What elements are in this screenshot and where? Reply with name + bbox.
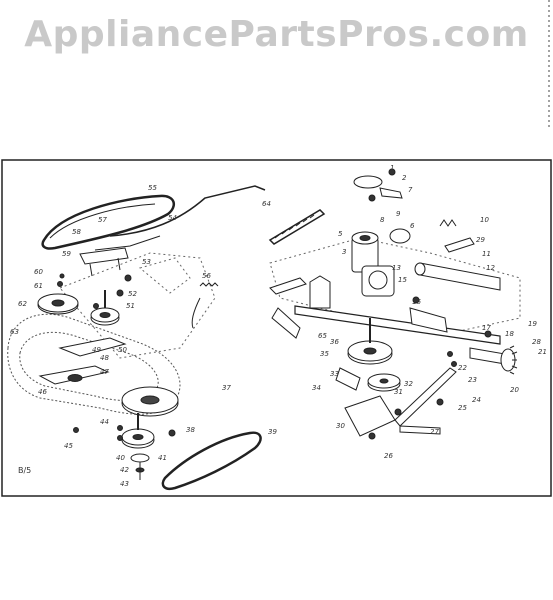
part-label: 60	[34, 268, 43, 276]
part-label: 18	[505, 330, 514, 338]
part-label: 48	[100, 354, 109, 362]
part-label: 46	[38, 388, 47, 396]
part-label: 58	[72, 228, 81, 236]
part-label: 61	[34, 282, 43, 290]
transmission-assembly	[268, 168, 521, 440]
part-label: 22	[458, 364, 467, 372]
part-label: 30	[336, 422, 345, 430]
part-label: 2	[402, 174, 407, 182]
part-label: 49	[92, 346, 101, 354]
part-label: 20	[510, 386, 519, 394]
part-label: 65	[318, 332, 327, 340]
mower-deck-assembly	[7, 185, 266, 490]
part-label: 44	[100, 418, 109, 426]
part-label: 9	[396, 210, 401, 218]
part-label: 39	[268, 428, 277, 436]
part-label: 24	[472, 396, 481, 404]
part-label: 34	[312, 384, 321, 392]
part-label: 62	[18, 300, 27, 308]
part-label: 26	[384, 452, 393, 460]
part-label: 45	[64, 442, 73, 450]
part-label: 6	[410, 222, 415, 230]
part-label: 53	[142, 258, 151, 266]
part-label: 7	[408, 186, 413, 194]
part-label: 42	[120, 466, 129, 474]
part-label: 17	[482, 324, 491, 332]
part-label: 15	[398, 276, 407, 284]
part-label: 37	[222, 384, 231, 392]
part-label: 51	[126, 302, 135, 310]
parts-diagram-drawing: 1 2 3 5 6 7 8 9 10 11 12 13 15 16 17 18 …	[1, 159, 552, 497]
part-label: 50	[118, 346, 127, 354]
parts-diagram: 1 2 3 5 6 7 8 9 10 11 12 13 15 16 17 18 …	[0, 158, 553, 498]
part-label: 1	[390, 164, 394, 172]
part-label: 16	[412, 298, 421, 306]
part-label: 35	[320, 350, 329, 358]
part-label: 13	[392, 264, 401, 272]
part-label: 52	[128, 290, 137, 298]
part-label: 57	[98, 216, 107, 224]
part-label: 28	[532, 338, 541, 346]
part-label: 43	[120, 480, 129, 488]
scan-edge-mark	[548, 0, 550, 130]
part-label: 63	[10, 328, 19, 336]
part-label: 25	[458, 404, 467, 412]
part-label: 55	[148, 184, 157, 192]
part-label: 8	[380, 216, 385, 224]
part-label: 54	[168, 214, 177, 222]
part-label: 36	[330, 338, 339, 346]
part-label: 31	[394, 388, 403, 396]
part-label: 29	[476, 236, 485, 244]
part-label: 33	[330, 370, 339, 378]
part-label: 3	[342, 248, 346, 256]
part-label: 56	[202, 272, 211, 280]
diagram-page-code: B/5	[18, 466, 32, 475]
part-label: 21	[538, 348, 547, 356]
part-label: 32	[404, 380, 413, 388]
part-label: 40	[116, 454, 125, 462]
part-label: 5	[338, 230, 343, 238]
part-number-labels: 1 2 3 5 6 7 8 9 10 11 12 13 15 16 17 18 …	[10, 164, 547, 488]
part-label: 64	[262, 200, 271, 208]
part-label: 10	[480, 216, 489, 224]
part-label: 11	[482, 250, 491, 258]
watermark-logo: AppliancePartsPros.com	[24, 14, 529, 55]
part-label: 19	[528, 320, 537, 328]
part-label: 38	[186, 426, 195, 434]
part-label: 59	[62, 250, 71, 258]
part-label: 27	[430, 428, 439, 436]
part-label: 47	[100, 368, 109, 376]
part-label: 23	[468, 376, 477, 384]
part-label: 41	[158, 454, 167, 462]
part-label: 12	[486, 264, 495, 272]
